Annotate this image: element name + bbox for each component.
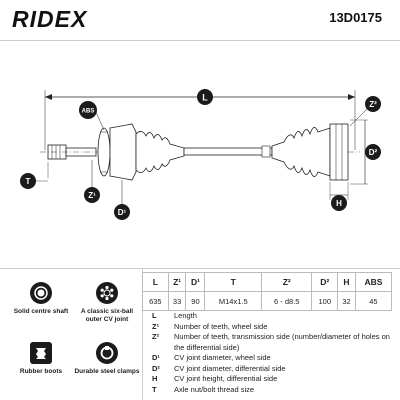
centre-shaft <box>183 147 273 156</box>
six-ball-joint-icon <box>96 282 118 304</box>
abs-label: ABS <box>82 109 95 115</box>
table-cell: 45 <box>354 291 393 311</box>
drive-shaft-drawing: L ABS Z² D² T Z¹ D¹ H <box>20 89 381 220</box>
feature-six-ball-joint: A classic six-ball outer CV joint <box>72 282 142 324</box>
d2-label: D² <box>369 148 378 157</box>
feature-label: Rubber boots <box>19 368 63 375</box>
z2-label: Z² <box>369 100 377 109</box>
length-label-badge: L <box>197 89 213 105</box>
spec-table: L Z¹ D¹ T Z² D² H ABS 635 33 90 M14x1.5 … <box>142 272 393 311</box>
z1-label: Z¹ <box>88 191 96 200</box>
table-header: D¹ <box>185 272 206 292</box>
d1-label-badge: D¹ <box>114 204 130 220</box>
feature-solid-shaft: Solid centre shaft <box>6 282 76 316</box>
abs-ring <box>97 127 111 177</box>
table-header: L <box>142 272 169 292</box>
t-label-badge: T <box>20 173 36 189</box>
table-cell: 6 - d8.5 <box>261 291 313 311</box>
brand-logo: RIDEX <box>12 6 88 32</box>
feature-steel-clamps: Durable steel clamps <box>72 342 142 376</box>
inner-boot <box>271 127 331 177</box>
feature-label: Durable steel clamps <box>74 368 140 375</box>
feature-label: A classic six-ball outer CV joint <box>80 308 134 323</box>
steel-clamp-icon <box>96 342 118 364</box>
length-label: L <box>202 93 208 103</box>
abs-label-badge: ABS <box>79 101 97 119</box>
table-cell: 32 <box>337 291 356 311</box>
table-header: ABS <box>354 272 393 292</box>
h-label: H <box>336 199 342 208</box>
outer-cv-joint <box>109 123 137 181</box>
inner-cv-joint <box>329 123 349 181</box>
z1-label-badge: Z¹ <box>84 187 100 203</box>
column-divider <box>142 268 143 400</box>
d2-label-badge: D² <box>365 144 381 160</box>
rubber-boot-icon <box>30 342 52 364</box>
solid-shaft-icon <box>30 282 52 304</box>
table-header: H <box>337 272 356 292</box>
section-divider <box>0 268 400 269</box>
part-number: 13D0175 <box>329 10 382 25</box>
feature-label: Solid centre shaft <box>13 308 69 315</box>
outer-boot <box>135 131 185 173</box>
table-cell: 100 <box>311 291 339 311</box>
table-cell: 90 <box>185 291 206 311</box>
table-header-row: L Z¹ D¹ T Z² D² H ABS <box>142 272 393 292</box>
table-header: T <box>204 272 263 292</box>
table-cell: 33 <box>167 291 187 311</box>
table-cell: 635 <box>142 291 169 311</box>
feature-rubber-boots: Rubber boots <box>6 342 76 376</box>
t-label: T <box>26 177 31 186</box>
table-header: Z² <box>261 272 313 292</box>
table-cell: M14x1.5 <box>204 291 263 311</box>
h-label-badge: H <box>331 195 347 211</box>
table-row: 635 33 90 M14x1.5 6 - d8.5 100 32 45 <box>142 291 393 311</box>
header-divider <box>0 40 400 41</box>
table-header: D² <box>311 272 339 292</box>
table-header: Z¹ <box>167 272 187 292</box>
z2-label-badge: Z² <box>365 96 381 112</box>
d1-label: D¹ <box>118 208 127 217</box>
